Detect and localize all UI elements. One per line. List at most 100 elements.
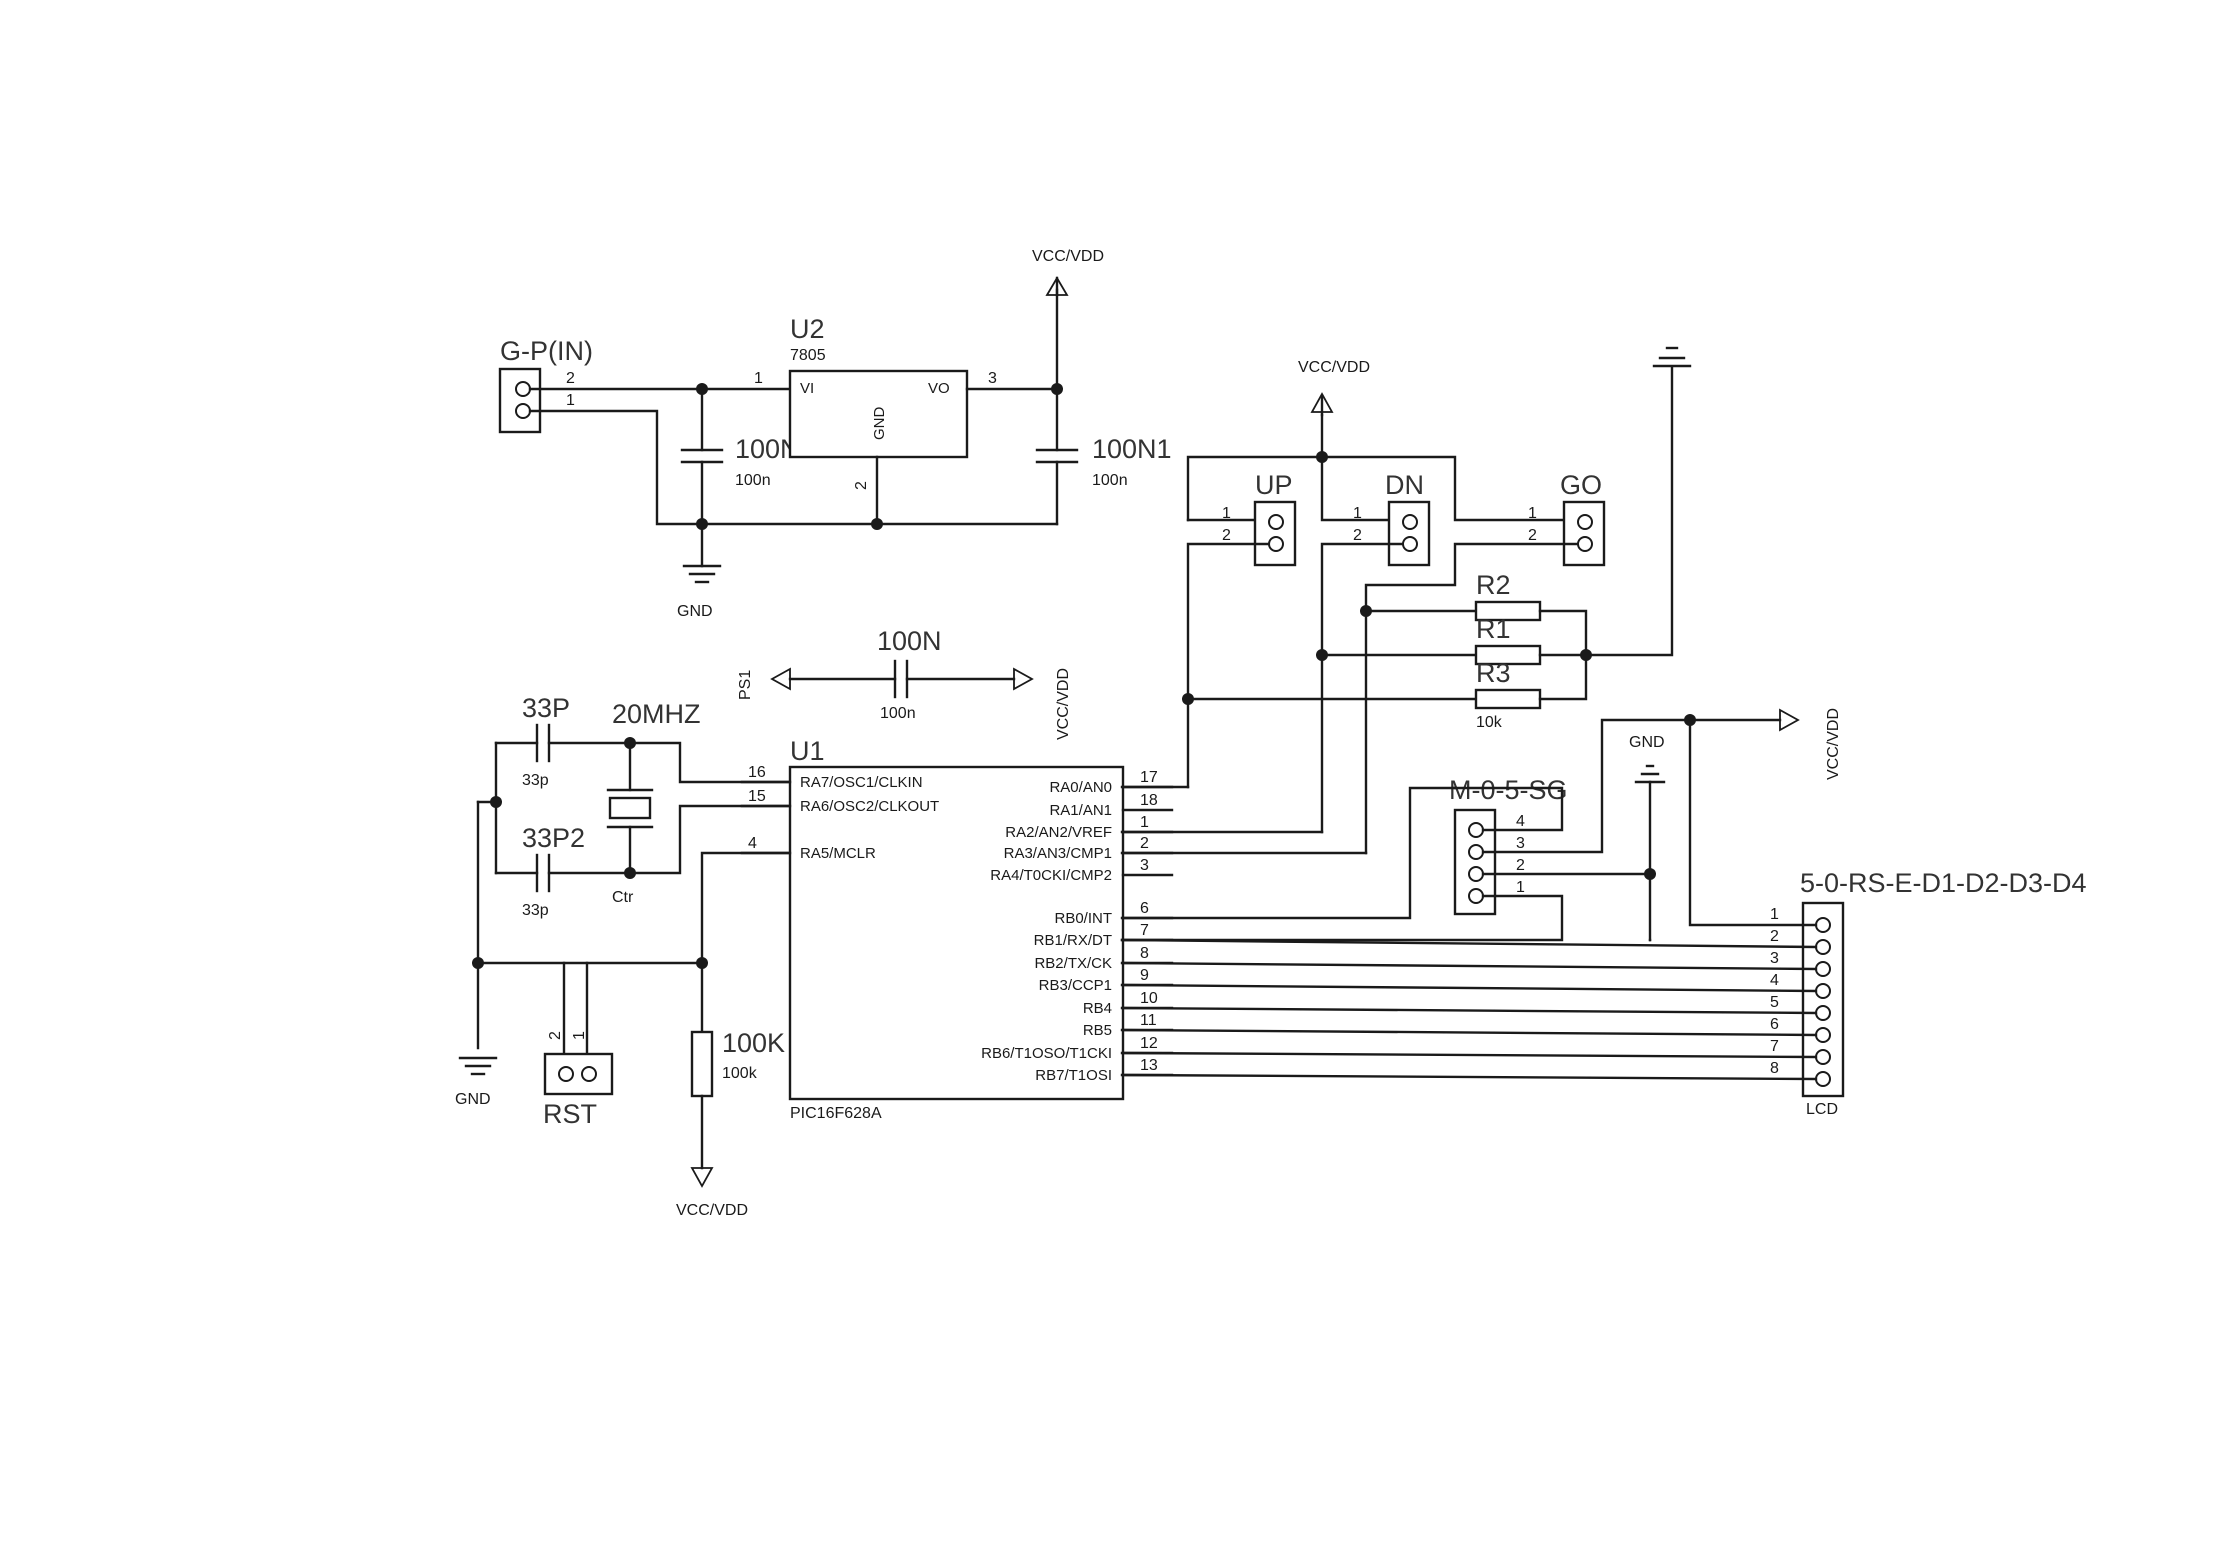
mcu-left-pin-name: RA7/OSC1/CLKIN [800, 774, 923, 791]
regulator-value: 7805 [790, 347, 826, 364]
input-connector-pin2 [515, 381, 531, 397]
junction [472, 957, 484, 969]
buttons-section: VCC/VDD UP 1 2 DN 1 2 GO 1 2 [1182, 346, 1692, 855]
wire-osc1 [628, 741, 792, 784]
regulator-pinnum-gnd: 2 [853, 481, 870, 490]
lcd-pin-number: 6 [1770, 1016, 1779, 1033]
mcu-ref: U1 [790, 736, 825, 766]
reset-pinnum-2: 2 [547, 1031, 564, 1040]
mcu-right-pin-number: 17 [1140, 769, 1158, 786]
reset-pinnum-1: 1 [571, 1031, 588, 1040]
wire-up-pin2 [1186, 542, 1270, 789]
seg-pinnum-3: 3 [1516, 835, 1525, 852]
crystal-value: Ctr [612, 889, 634, 906]
regulator-u2[interactable] [788, 369, 969, 459]
wire-lcd-pin5 [1120, 1006, 1818, 1015]
resistor-100k[interactable] [690, 1030, 714, 1098]
lcd-pin [1815, 1071, 1831, 1087]
regulator-ref: U2 [790, 314, 825, 344]
mcu-right-pin-number: 11 [1140, 1012, 1157, 1029]
mcu-right-pin-number: 3 [1140, 857, 1149, 874]
lcd-pin [1815, 1005, 1831, 1021]
mcu-left-pins: 16RA7/OSC1/CLKIN15RA6/OSC2/CLKOUT4RA5/MC… [740, 764, 939, 862]
mcu-left-pin-name: RA5/MCLR [800, 845, 876, 862]
cap-100n1-ref: 100N1 [1092, 434, 1172, 464]
button-up-pin2 [1268, 536, 1284, 552]
seg-connector-ref: M-0-5-SG [1449, 775, 1568, 805]
mcu-right-pin-number: 6 [1140, 900, 1149, 917]
lcd-pin-number: 2 [1770, 928, 1779, 945]
mcu-part: PIC16F628A [790, 1105, 882, 1122]
resistor-r3[interactable] [1474, 688, 1542, 710]
button-go-pinnum-1: 1 [1528, 505, 1537, 522]
resistor-100k-value: 100k [722, 1065, 758, 1082]
lcd-pin-number: 8 [1770, 1060, 1779, 1077]
cap-100n-ref: 100N [877, 626, 942, 656]
lcd-pin-number: 3 [1770, 950, 1779, 967]
wire-rb0-seg [1120, 786, 1457, 920]
button-up-ref: UP [1255, 470, 1293, 500]
reset-connector[interactable] [543, 1052, 614, 1096]
mcu-left-pin-number: 15 [748, 788, 766, 805]
vcc-label-dec: VCC/VDD [1055, 668, 1072, 740]
vcc-label-bottom: VCC/VDD [676, 1202, 748, 1219]
seg-pinnum-2: 2 [1516, 857, 1525, 874]
button-up-pin1 [1268, 514, 1284, 530]
button-go-pin2 [1577, 536, 1593, 552]
vcc-label-buttons: VCC/VDD [1298, 359, 1370, 376]
lcd-pin [1815, 917, 1831, 933]
wire-lcd-pin1 [1688, 718, 1818, 927]
decoupling-section: PS1 VCC/VDD 100N 100n [737, 626, 1072, 740]
mcu-right-pin-name: RB7/T1OSI [1035, 1067, 1112, 1084]
wire-seg-pin1 [1120, 894, 1564, 942]
button-dn-pinnum-1: 1 [1353, 505, 1362, 522]
wire-lcd-pin7 [1120, 1051, 1818, 1059]
input-connector-ref: G-P(IN) [500, 336, 593, 366]
button-go-pinnum-2: 2 [1528, 527, 1537, 544]
mcu-right-pin-name: RB3/CCP1 [1039, 977, 1112, 994]
lcd-ref: 5-0-RS-E-D1-D2-D3-D4 [1800, 868, 2087, 898]
regulator-pinnum-in: 1 [754, 370, 763, 387]
lcd-pin [1815, 939, 1831, 955]
gnd-label-supply: GND [677, 603, 713, 620]
regulator-pinnum-out: 3 [988, 370, 997, 387]
button-go-connector[interactable] [1562, 500, 1606, 567]
button-dn-connector[interactable] [1387, 500, 1431, 567]
seg-pinnum-1: 1 [1516, 879, 1525, 896]
mcu-right-pin-name: RB6/T1OSO/T1CKI [981, 1045, 1112, 1062]
seg-connector-section: M-0-5-SG 4 3 2 1 GND VCC/VDD [1120, 708, 1842, 942]
button-dn-pin2 [1402, 536, 1418, 552]
mcu-u1[interactable] [788, 765, 1125, 1101]
wire-lcd-pin8 [1120, 1073, 1818, 1081]
vcc-arrow-right [1779, 708, 1800, 732]
mcu-right-pin-name: RB5 [1083, 1022, 1112, 1039]
input-connector[interactable] [498, 367, 542, 434]
crystal-body[interactable] [608, 796, 652, 820]
vcc-arrow-buttons [1310, 392, 1334, 413]
wire-dn-pin2 [1320, 542, 1404, 834]
input-pin-number-1: 1 [566, 392, 575, 409]
resistor-r2-ref: R2 [1476, 570, 1511, 600]
mcu-left-pin-number: 16 [748, 764, 766, 781]
mcu-right-pin-number: 9 [1140, 967, 1149, 984]
mcu-right-pin-number: 8 [1140, 945, 1149, 962]
mcu-right-pin-name: RA2/AN2/VREF [1005, 824, 1112, 841]
button-up-pinnum-1: 1 [1222, 505, 1231, 522]
mcu-right-pin-number: 12 [1140, 1035, 1158, 1052]
button-up-connector[interactable] [1253, 500, 1297, 567]
vcc-label-right: VCC/VDD [1825, 708, 1842, 780]
mcu-right-pin-name: RA3/AN3/CMP1 [1004, 845, 1112, 862]
cap-33p-value: 33p [522, 772, 549, 789]
lcd-pin-number: 7 [1770, 1038, 1779, 1055]
vcc-arrow-dec [1013, 667, 1034, 691]
input-connector-pin1 [515, 403, 531, 419]
junction [696, 518, 708, 530]
mcu-right-pin-name: RB4 [1083, 1000, 1112, 1017]
power-supply-section: G-P(IN) 2 1 100N2 100n GND U2 7805 VI VO… [498, 248, 1172, 620]
wire-r-gnd [1584, 366, 1674, 657]
junction [696, 383, 708, 395]
oscillator-section: 33P 33p 33P2 33p 20MHZ Ctr [455, 693, 792, 1219]
cap-100n2-value: 100n [735, 472, 771, 489]
mcu-right-pin-number: 13 [1140, 1057, 1158, 1074]
